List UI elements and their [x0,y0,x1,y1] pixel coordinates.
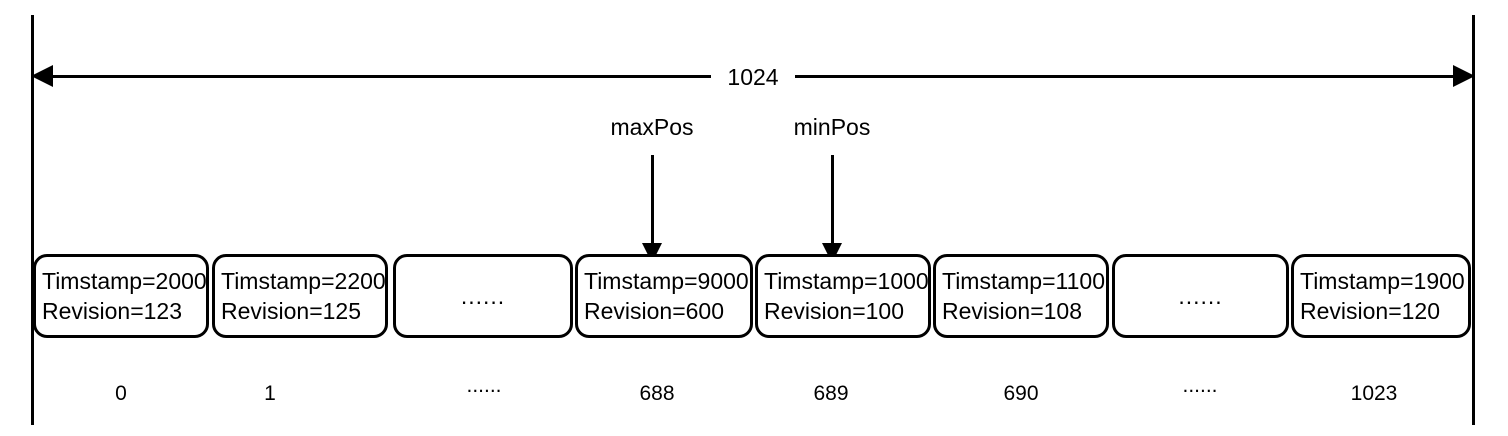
pointer-shaft [651,155,654,245]
slot-revision: Revision=123 [42,298,183,324]
slot-timestamp: Timstamp=9000 [584,268,749,294]
slot-timestamp: Timstamp=1100 [942,268,1105,294]
slot-timestamp: Timstamp=1900 [1300,268,1465,294]
pointer-label: minPos [793,114,871,140]
pointer-label: maxPos [610,114,694,140]
slot-revision: Revision=125 [221,298,362,324]
slot-revision: Revision=100 [764,298,905,324]
index-label: 1023 [1350,382,1398,405]
slot-revision: Revision=120 [1300,298,1441,324]
slot-timestamp: Timstamp=2200 [221,268,386,294]
slot-revision: Revision=600 [584,298,725,324]
slot-ellipsis[interactable]: ...... [393,254,573,338]
span-arrow-left-icon [31,65,53,87]
index-label: 0 [115,382,127,405]
slot-timestamp: Timstamp=2000 [42,268,207,294]
pointer-shaft [831,155,834,245]
index-label: 688 [639,382,675,405]
span-measure: 1024 [31,60,1475,94]
slot-ellipsis-text: ...... [460,283,506,309]
index-ellipsis: ...... [1182,374,1218,397]
slot-ellipsis[interactable]: ...... [1112,254,1289,338]
slot-ellipsis-text: ...... [1178,283,1223,309]
index-label: 690 [1003,382,1039,405]
left-boundary-rule [31,15,34,425]
index-ellipsis: ...... [466,374,502,397]
span-label: 1024 [711,60,795,94]
right-boundary-rule [1472,15,1475,425]
index-label: 1 [264,382,276,405]
span-arrow-right-icon [1453,65,1475,87]
slot-revision: Revision=108 [942,298,1083,324]
slot-timestamp: Timstamp=1000 [764,268,929,294]
index-label: 689 [813,382,849,405]
